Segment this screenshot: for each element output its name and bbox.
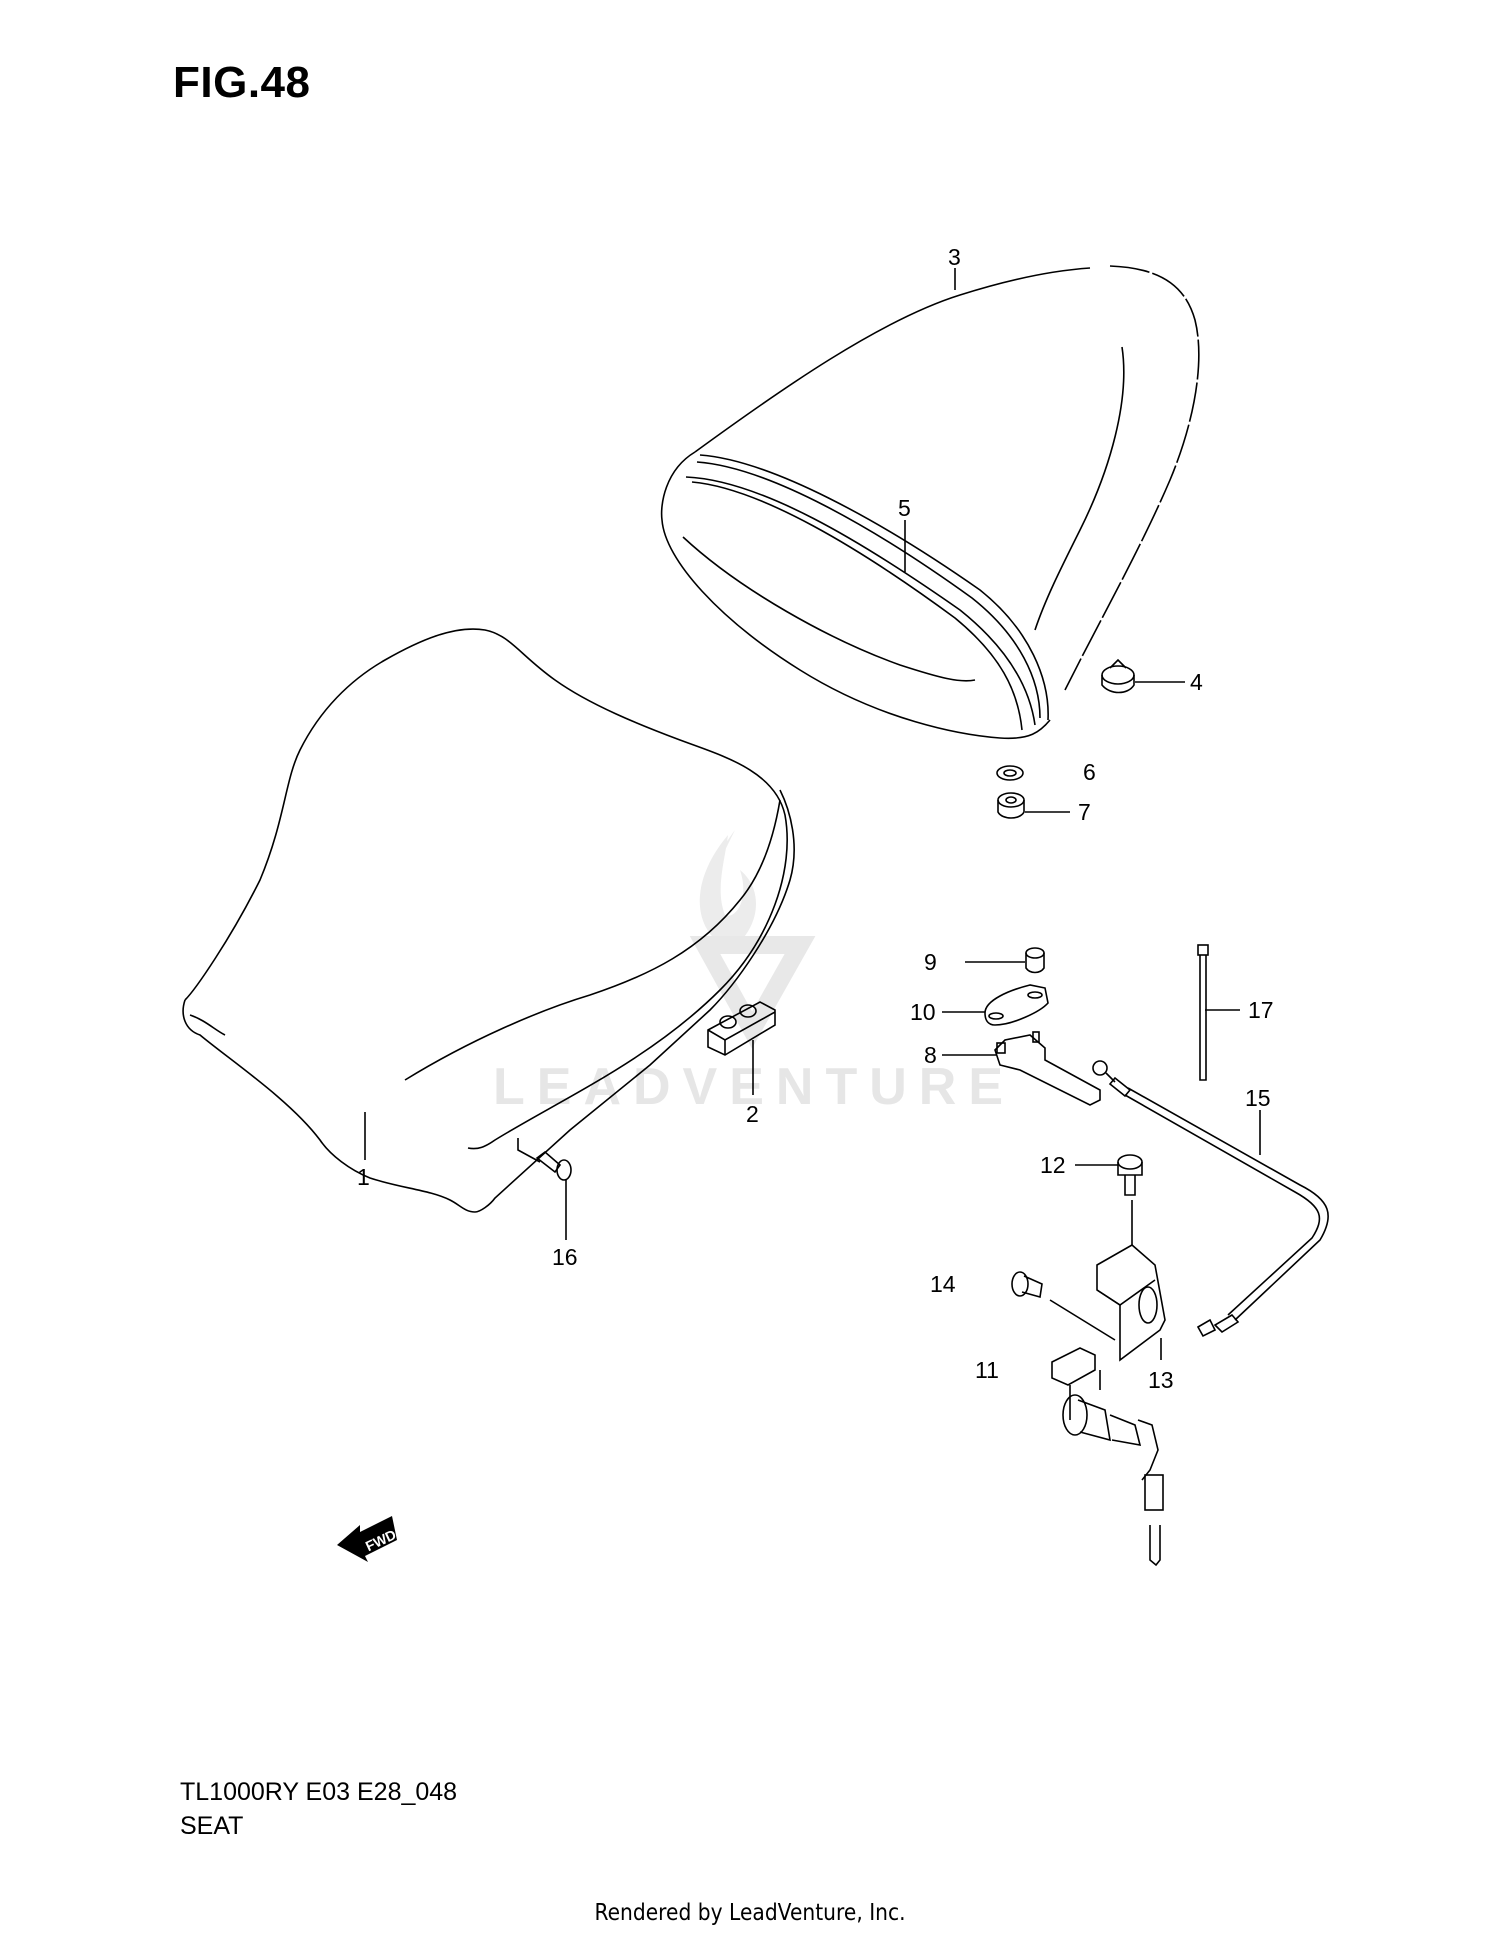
part-14-screw[interactable]: [1011, 1271, 1116, 1341]
part-12-bolt[interactable]: [1117, 1154, 1143, 1245]
part-2-bumper-block[interactable]: [707, 1001, 776, 1056]
callout-12[interactable]: 12: [1040, 1152, 1066, 1178]
callout-15[interactable]: 15: [1245, 1085, 1271, 1111]
callout-10[interactable]: 10: [910, 999, 936, 1025]
callout-1[interactable]: 1: [357, 1164, 370, 1190]
callout-16[interactable]: 16: [552, 1244, 578, 1270]
callout-5[interactable]: 5: [898, 495, 911, 521]
model-code: TL1000RY E03 E28_048: [180, 1778, 458, 1806]
callout-leaders: [364, 268, 1261, 1240]
leadventure-watermark-logo: [689, 830, 816, 1049]
callout-2[interactable]: 2: [746, 1101, 759, 1127]
part-7-nut[interactable]: [997, 792, 1025, 819]
part-1-front-seat[interactable]: [182, 628, 795, 1213]
part-13-bracket[interactable]: [1096, 1244, 1166, 1362]
section-name: SEAT: [180, 1812, 244, 1840]
part-9-spacer[interactable]: [1025, 947, 1045, 974]
render-credit-footer: Rendered by LeadVenture, Inc.: [594, 1900, 906, 1926]
callout-9[interactable]: 9: [924, 949, 937, 975]
part-10-plate[interactable]: [984, 984, 1049, 1026]
callout-8[interactable]: 8: [924, 1042, 937, 1068]
callout-11[interactable]: 11: [975, 1357, 999, 1383]
part-11-lock-assembly[interactable]: [1051, 1347, 1164, 1567]
part-8-lever[interactable]: [994, 1031, 1101, 1106]
part-4-cushion[interactable]: [1101, 658, 1135, 694]
callout-3[interactable]: 3: [948, 244, 961, 270]
part-17-cable-tie[interactable]: [1197, 944, 1209, 1081]
callout-14[interactable]: 14: [930, 1271, 956, 1297]
part-15-cable[interactable]: [1092, 1060, 1329, 1338]
callout-17[interactable]: 17: [1248, 997, 1274, 1023]
part-3-seat-tail-cover[interactable]: [660, 265, 1200, 740]
forward-direction-arrow-icon: FWD: [337, 1516, 398, 1562]
figure-title: FIG.48: [173, 58, 311, 107]
callout-7[interactable]: 7: [1078, 799, 1091, 825]
callout-6[interactable]: 6: [1083, 759, 1096, 785]
callout-4[interactable]: 4: [1190, 669, 1203, 695]
part-6-washer[interactable]: [996, 765, 1024, 781]
part-16-screw[interactable]: [517, 1138, 572, 1181]
callout-13[interactable]: 13: [1148, 1367, 1174, 1393]
watermark-text: LEADVENTURE: [493, 1058, 1015, 1116]
